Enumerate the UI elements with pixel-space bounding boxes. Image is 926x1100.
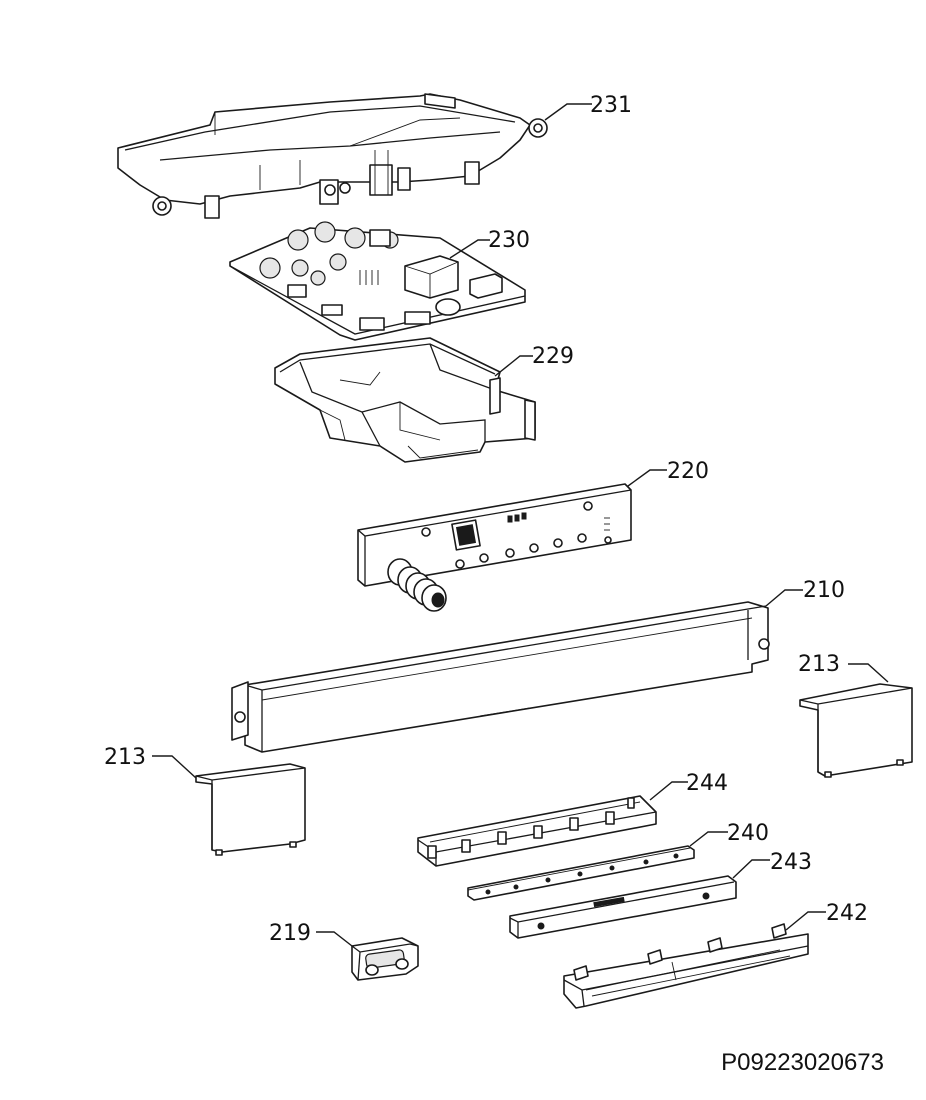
leader-244 — [649, 781, 688, 801]
label-210: 210 — [803, 578, 845, 603]
label-213-right: 213 — [798, 652, 840, 677]
leader-242 — [785, 911, 826, 931]
part-242-button-bar — [563, 923, 809, 1009]
leader-210 — [765, 589, 803, 607]
part-220-control-board — [357, 483, 632, 612]
label-242: 242 — [826, 901, 868, 926]
part-213-right-end-cap — [799, 683, 913, 778]
leader-229 — [494, 355, 533, 377]
leader-231 — [544, 103, 592, 121]
part-213-left-end-cap — [195, 763, 306, 856]
leader-219 — [316, 931, 353, 947]
label-240: 240 — [727, 821, 769, 846]
part-244-button-carrier — [417, 795, 657, 867]
part-231-frame — [117, 93, 548, 219]
part-240-led-board — [467, 845, 695, 901]
part-230-pcb — [229, 221, 526, 341]
part-229-housing — [274, 337, 536, 463]
leader-240 — [689, 831, 728, 847]
label-220: 220 — [667, 459, 709, 484]
leader-213-left — [152, 755, 197, 779]
label-229: 229 — [532, 344, 574, 369]
leader-213-right — [848, 663, 889, 683]
part-243-light-guide — [509, 875, 737, 939]
label-244: 244 — [686, 771, 728, 796]
leader-220 — [627, 469, 667, 487]
document-id: P09223020673 — [721, 1049, 884, 1076]
label-219: 219 — [269, 921, 311, 946]
part-219-clip — [351, 937, 419, 981]
leader-243 — [732, 859, 770, 879]
label-230: 230 — [488, 228, 530, 253]
rotary-encoder-spring — [387, 558, 447, 612]
label-243: 243 — [770, 850, 812, 875]
leader-230 — [449, 239, 490, 259]
label-213-left: 213 — [104, 745, 146, 770]
label-231: 231 — [590, 93, 632, 118]
part-210-front-panel — [231, 601, 770, 753]
